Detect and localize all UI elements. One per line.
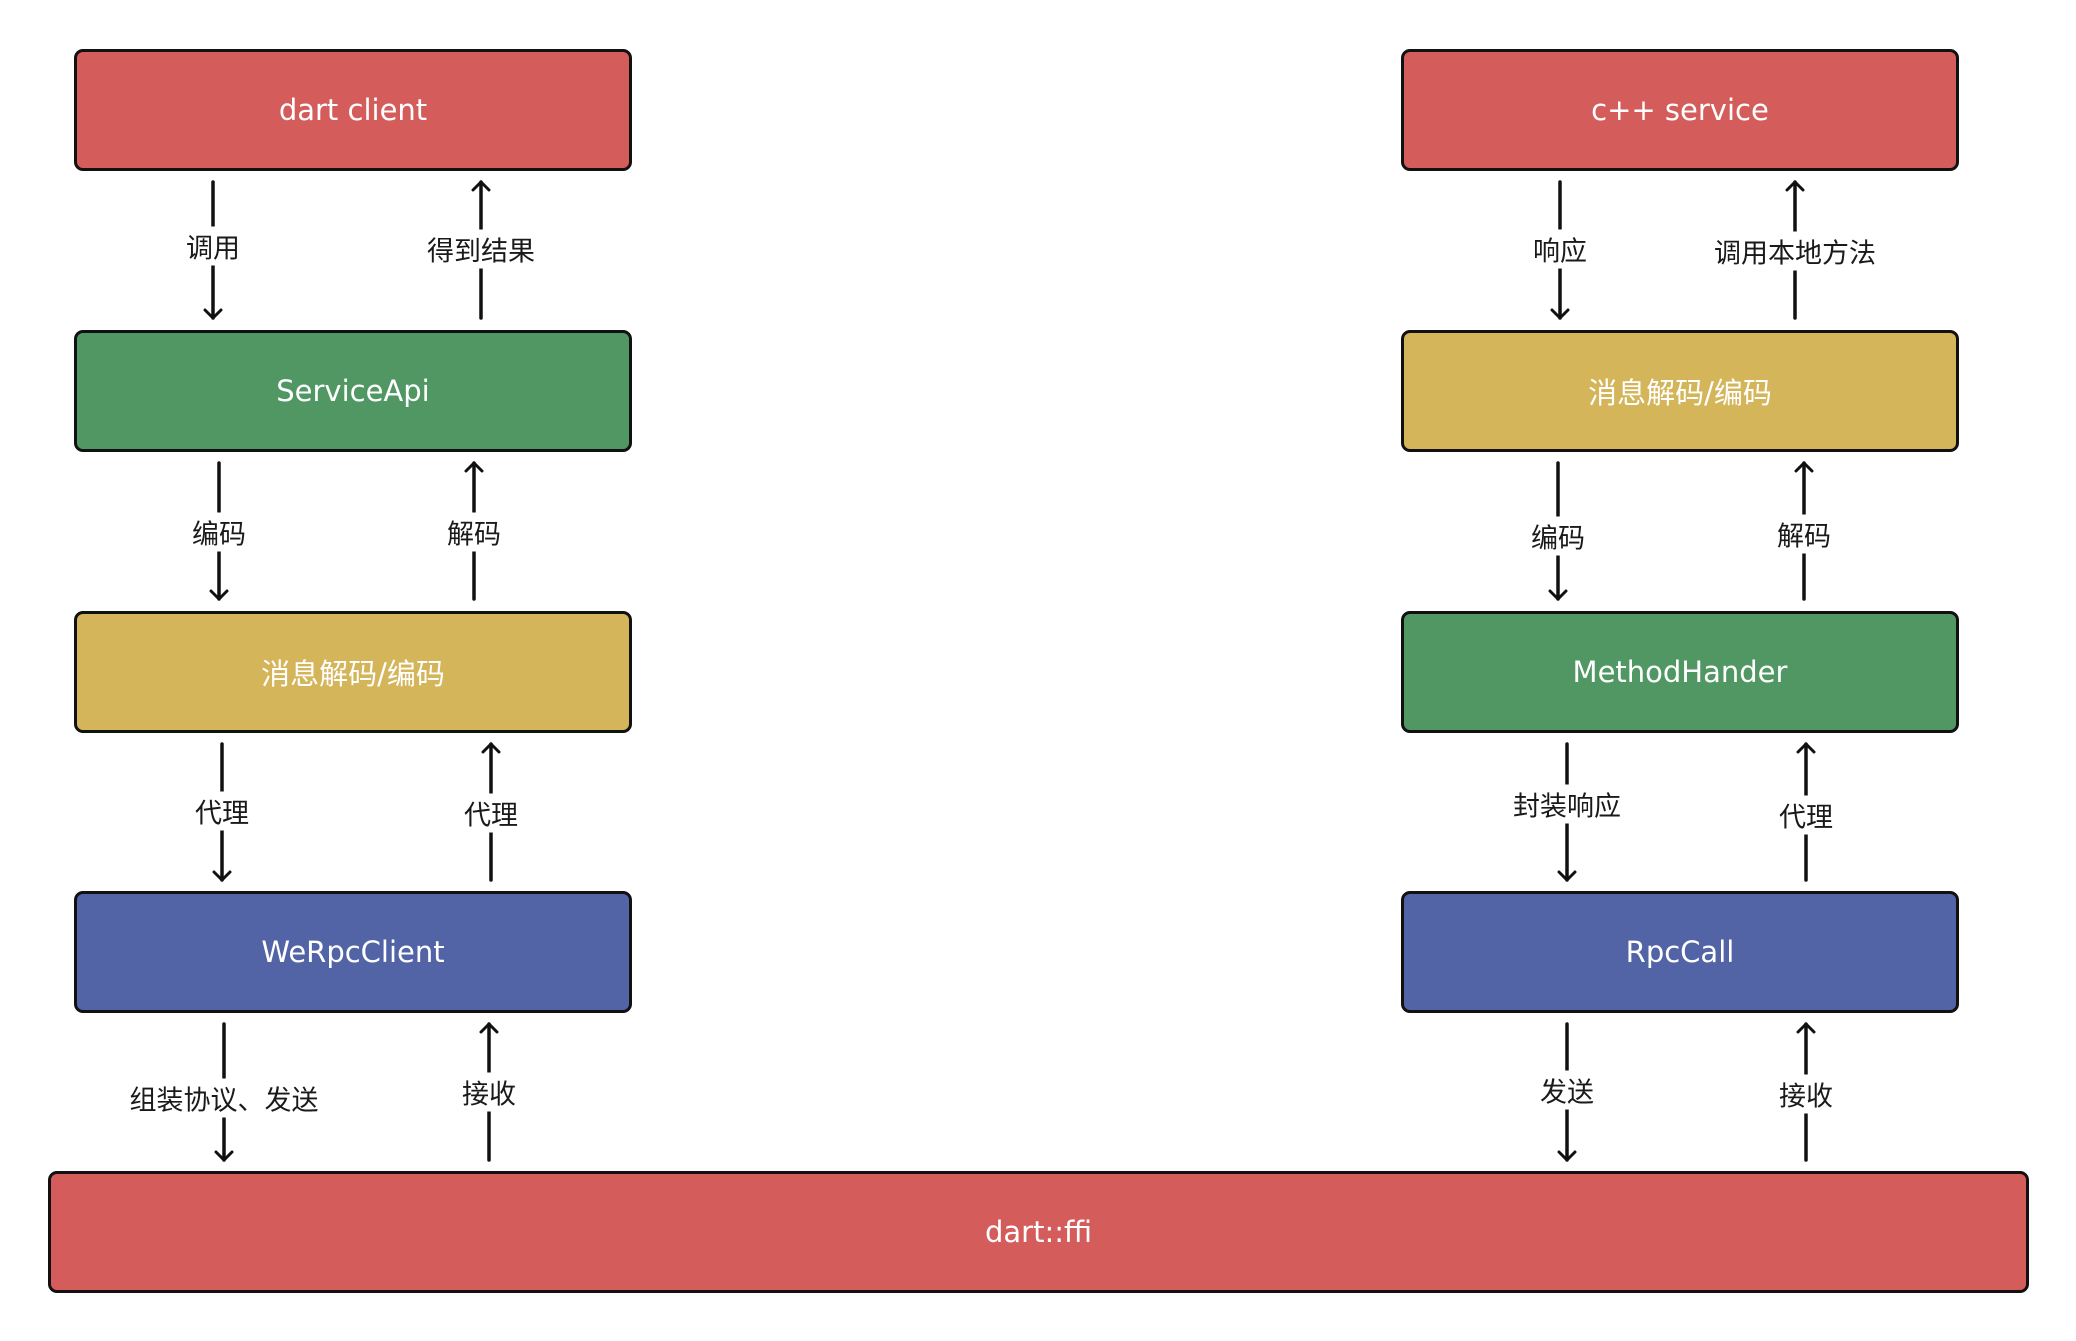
label-right-proxy: 代理 <box>1775 795 1837 835</box>
label-get-result: 得到结果 <box>423 229 539 269</box>
rpc-call-label: RpcCall <box>1625 935 1735 969</box>
label-left-encode: 编码 <box>188 512 250 552</box>
left-codec-label: 消息解码/编码 <box>261 657 445 691</box>
label-wrap-response: 封装响应 <box>1509 784 1625 824</box>
right-codec-label: 消息解码/编码 <box>1588 376 1772 410</box>
service-api-box: ServiceApi <box>74 330 632 452</box>
rpc-call-box: RpcCall <box>1401 891 1959 1013</box>
label-left-proxy-down: 代理 <box>191 791 253 831</box>
label-right-decode: 解码 <box>1773 514 1835 554</box>
label-left-receive: 接收 <box>458 1072 520 1112</box>
dart-ffi-label: dart::ffi <box>984 1215 1093 1249</box>
werpc-client-label: WeRpcClient <box>261 935 445 969</box>
left-codec-box: 消息解码/编码 <box>74 611 632 733</box>
label-send: 发送 <box>1536 1070 1598 1110</box>
dart-client-box: dart client <box>74 49 632 171</box>
label-right-encode: 编码 <box>1527 516 1589 556</box>
cpp-service-label: c++ service <box>1591 93 1769 127</box>
method-handler-box: MethodHander <box>1401 611 1959 733</box>
label-right-receive: 接收 <box>1775 1074 1837 1114</box>
dart-ffi-box: dart::ffi <box>48 1171 2029 1293</box>
label-left-decode: 解码 <box>443 512 505 552</box>
label-call-local: 调用本地方法 <box>1710 231 1880 271</box>
label-assemble-send: 组装协议、发送 <box>125 1078 323 1118</box>
dart-client-label: dart client <box>278 93 428 127</box>
right-codec-box: 消息解码/编码 <box>1401 330 1959 452</box>
method-handler-label: MethodHander <box>1572 655 1788 689</box>
label-call: 调用 <box>182 226 244 266</box>
cpp-service-box: c++ service <box>1401 49 1959 171</box>
label-left-proxy-up: 代理 <box>460 793 522 833</box>
label-respond: 响应 <box>1529 229 1591 269</box>
service-api-label: ServiceApi <box>276 374 430 408</box>
werpc-client-box: WeRpcClient <box>74 891 632 1013</box>
